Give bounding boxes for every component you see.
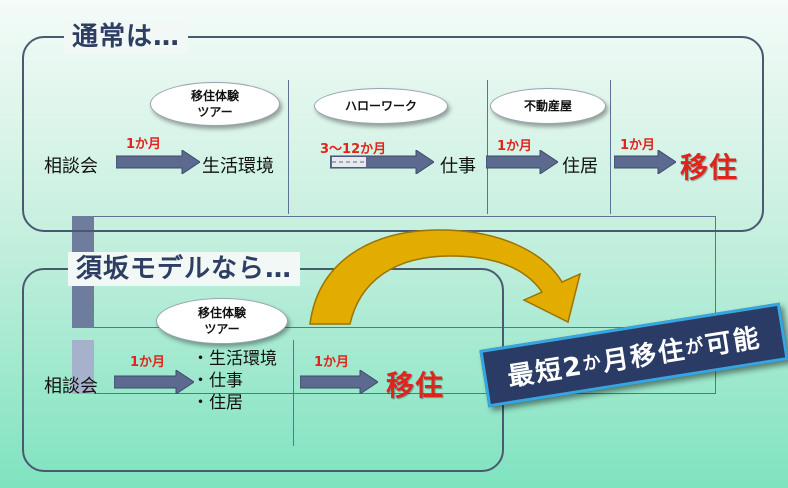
- list-item: ・住居: [192, 393, 243, 413]
- bubble-line: ツアー: [204, 322, 240, 336]
- guide-line-bottom: [80, 393, 716, 394]
- bottom-panel-title: 須坂モデルなら…: [68, 252, 301, 286]
- right-arrow-icon: [614, 150, 676, 174]
- duration-label: 1か月: [314, 355, 350, 370]
- divider: [288, 80, 289, 214]
- tour-bubble: 移住体験 ツアー: [150, 82, 280, 126]
- bubble-line: 不動産屋: [523, 99, 572, 113]
- goal-label: 移住: [680, 151, 739, 184]
- guide-line-top: [72, 216, 716, 217]
- result-label: 仕事: [440, 156, 476, 177]
- tour-bubble: 移住体験 ツアー: [156, 298, 288, 344]
- list-item: ・生活環境: [192, 349, 277, 369]
- duration-label: 1か月: [620, 138, 656, 153]
- side-bar-strip-light: [72, 340, 94, 394]
- duration-label: 3～12か月: [320, 142, 387, 157]
- banner-text: 最短2: [505, 350, 586, 393]
- bubble-line: 移住体験: [190, 89, 239, 103]
- divider: [610, 80, 611, 214]
- bubble-line: ハローワーク: [344, 99, 417, 113]
- duration-label: 1か月: [126, 137, 162, 152]
- goal-label: 移住: [386, 369, 445, 402]
- result-label: 生活環境: [202, 156, 274, 177]
- banner-text: 可能: [703, 322, 764, 362]
- guide-line-right: [715, 216, 716, 394]
- list-item: ・仕事: [192, 371, 243, 391]
- result-label: 住居: [562, 156, 598, 177]
- hellowork-bubble: ハローワーク: [314, 88, 448, 124]
- guide-line-mid: [80, 327, 716, 328]
- banner-text: 月移住: [600, 334, 689, 378]
- realestate-bubble: 不動産屋: [490, 88, 606, 124]
- top-panel: [22, 36, 764, 232]
- curved-arrow-icon: [309, 229, 582, 325]
- top-panel-title: 通常は…: [64, 20, 189, 54]
- bubble-line: ツアー: [197, 105, 233, 119]
- right-arrow-icon: [116, 150, 200, 174]
- right-arrow-icon: [300, 370, 378, 394]
- right-arrow-icon: [330, 150, 434, 174]
- right-arrow-icon: [114, 370, 194, 394]
- duration-label: 1か月: [130, 355, 166, 370]
- merged-steps-list: ・生活環境 ・仕事 ・住居: [192, 348, 277, 414]
- bubble-line: 移住体験: [197, 306, 246, 320]
- start-label: 相談会: [44, 156, 98, 177]
- divider: [487, 80, 488, 214]
- start-label: 相談会: [44, 376, 98, 397]
- divider: [293, 340, 294, 446]
- duration-label: 1か月: [497, 139, 533, 154]
- right-arrow-icon: [486, 150, 558, 174]
